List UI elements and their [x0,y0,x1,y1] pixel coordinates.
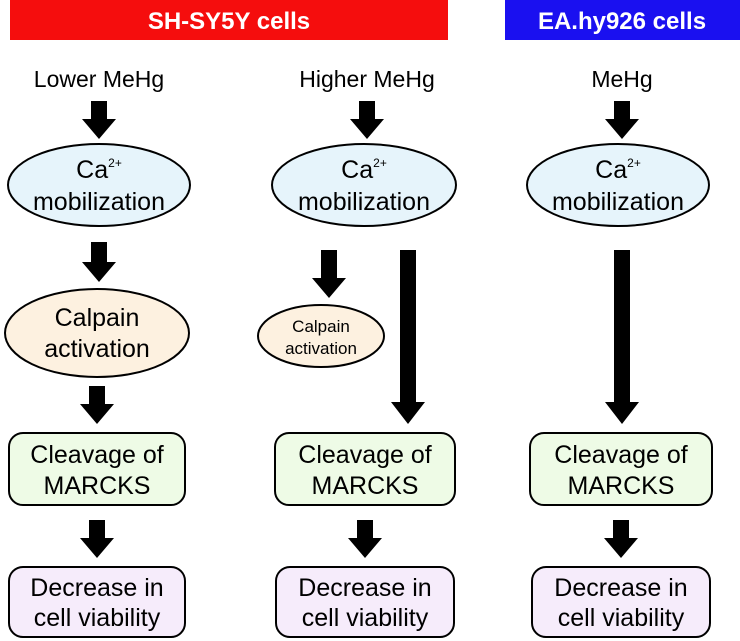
col1-calpain-line1: Calpain [55,304,140,332]
ea-hy926-header-bar [505,0,740,40]
arrow-col3-4 [604,520,638,558]
arrow-col3-1 [605,101,639,139]
arrow-col3-long [605,250,639,424]
col2-mobilization-label: mobilization [298,188,430,216]
arrow-col2-calpain [312,250,346,298]
col1-cleavage-node [8,432,186,506]
col3-cleavage-line1: Cleavage of [554,441,687,469]
col3-decrease-line2: cell viability [558,604,685,632]
col3-decrease-line1: Decrease in [554,574,687,602]
col1-calpain-node [4,288,190,378]
arrow-col1-4 [80,520,114,558]
col1-decrease-node [8,566,186,638]
col2-calpain-line1: Calpain [292,317,350,336]
ea-hy926-header-text: EA.hy926 cells [538,8,706,35]
arrow-col1-2 [82,242,116,282]
col3-cleavage-node [529,432,713,506]
col3-condition: MeHg [591,66,652,92]
col1-calpain-line2: activation [44,335,150,363]
col2-cleavage-line2: MARCKS [312,472,419,500]
col2-decrease-node [275,566,455,638]
col3-cleavage-line2: MARCKS [568,472,675,500]
col1-cleavage-line2: MARCKS [44,472,151,500]
col3-mobilization-label: mobilization [552,188,684,216]
col3-ca-mobilization-node [526,143,710,227]
col2-condition: Higher MeHg [299,66,435,92]
col1-decrease-line2: cell viability [34,604,161,632]
col1-decrease-line1: Decrease in [30,574,163,602]
col2-decrease-line1: Decrease in [298,574,431,602]
col3-ca-label: Ca2+ [595,156,641,184]
col2-calpain-node [257,304,385,368]
col2-decrease-line2: cell viability [302,604,429,632]
arrow-col2-long [391,250,425,424]
col1-cleavage-line1: Cleavage of [30,441,163,469]
col2-ca-label: Ca2+ [341,156,387,184]
sh-sy5y-header-text: SH-SY5Y cells [148,8,310,35]
sh-sy5y-header-bar [10,0,448,40]
arrow-col2-4 [348,520,382,558]
col1-condition: Lower MeHg [34,66,164,92]
col2-ca-mobilization-node [271,143,457,227]
col2-calpain-line2: activation [285,339,357,358]
arrow-col2-1 [350,101,384,139]
col1-ca-label: Ca2+ [76,156,122,184]
col3-decrease-node [531,566,711,638]
col1-mobilization-label: mobilization [33,188,165,216]
arrow-col1-3 [80,386,114,424]
col1-ca-mobilization-node [7,143,191,227]
col2-cleavage-line1: Cleavage of [298,441,431,469]
arrow-col1-1 [82,101,116,139]
col2-cleavage-node [274,432,456,506]
